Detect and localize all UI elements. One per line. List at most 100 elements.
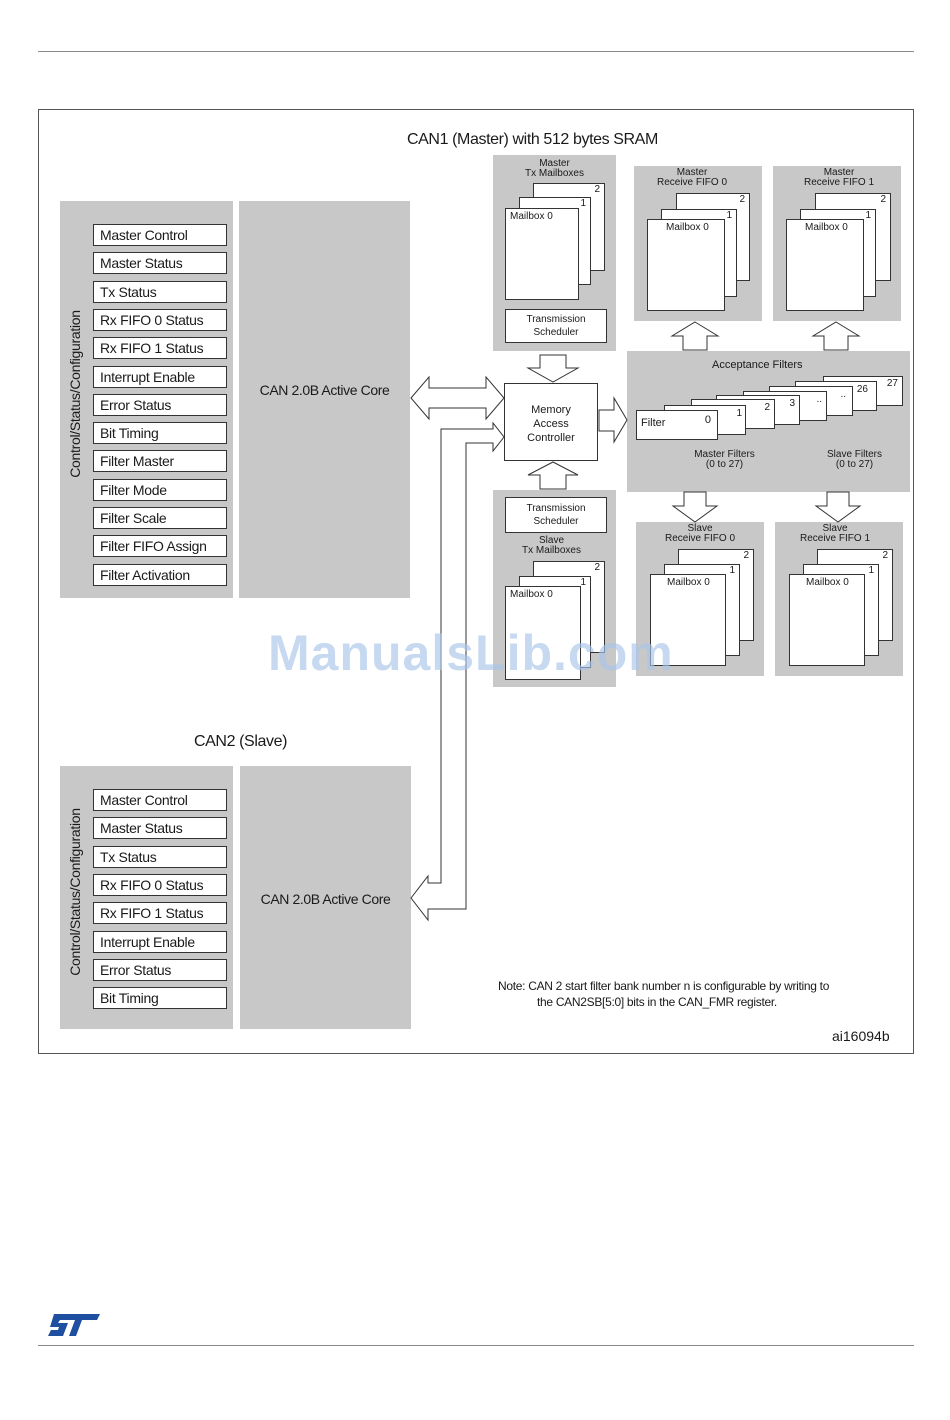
can2-core-panel: CAN 2.0B Active Core: [240, 766, 411, 1029]
can1-bus-arrow: [410, 375, 505, 421]
slave-tx-scheduler: Transmission Scheduler: [505, 497, 607, 533]
register-5: Rx FIFO 1 Status: [93, 902, 227, 925]
filter-number: 26: [856, 384, 868, 395]
register-3: Tx Status: [93, 280, 227, 303]
filter-label: Filter: [641, 417, 666, 429]
master-filters-line1: Master Filters: [694, 449, 755, 460]
filter-number: ..: [840, 389, 846, 400]
can2-title: CAN2 (Slave): [194, 733, 288, 750]
slave-tx-mailbox-0: Mailbox 0: [505, 586, 581, 680]
note-line1: Note: CAN 2 start filter bank number n i…: [498, 979, 830, 993]
note-line2: the CAN2SB[5:0] bits in the CAN_FMR regi…: [537, 995, 777, 1009]
caption-line1: Slave: [687, 523, 713, 534]
scheduler-line2: Scheduler: [533, 516, 579, 527]
memory-access-controller: Memory Access Controller: [504, 383, 598, 461]
slave-fifo0-mailbox-0: Mailbox 0: [650, 574, 726, 666]
register-10: Filter Mode: [93, 478, 227, 501]
register-3: Tx Status: [93, 845, 227, 868]
mailbox-number: 1: [868, 565, 874, 576]
mailbox-label: Mailbox 0: [666, 222, 709, 233]
master-tx-panel: Master Tx Mailboxes 2 1 Mailbox 0 Transm…: [493, 155, 616, 351]
filter-number: 1: [736, 408, 742, 419]
acceptance-filters-panel: Acceptance Filters 27 26 .. .. 3 2 1 Fil…: [627, 351, 910, 492]
caption-line2: Receive FIFO 1: [799, 533, 871, 544]
bottom-rule: [38, 1345, 914, 1346]
filter-number: 2: [764, 402, 770, 413]
mailbox-number: 2: [594, 184, 600, 195]
mailbox-label: Mailbox 0: [806, 577, 849, 588]
figure-reference: ai16094b: [832, 1028, 890, 1044]
master-filters-caption: Master Filters (0 to 27): [677, 450, 772, 470]
filters-to-slave-fifo0-arrow: [671, 491, 719, 523]
mailbox-label: Mailbox 0: [805, 222, 848, 233]
caption-line2: Receive FIFO 0: [656, 177, 728, 188]
filter-number: 0: [704, 414, 711, 426]
caption-line2: Receive FIFO 1: [803, 177, 875, 188]
master-tx-caption: Master Tx Mailboxes: [493, 159, 616, 179]
register-7: Error Status: [93, 393, 227, 416]
mailbox-number: 1: [580, 198, 586, 209]
register-1: Master Control: [93, 789, 227, 811]
filter-number: 3: [789, 398, 795, 409]
slave-tx-panel: Transmission Scheduler Slave Tx Mailboxe…: [493, 490, 616, 687]
filters-to-master-fifo0-arrow: [670, 321, 720, 351]
watermark: ManualsLib.com: [268, 625, 674, 681]
master-fifo0-mailbox-0: Mailbox 0: [647, 219, 725, 311]
st-logo-icon: [48, 1314, 100, 1336]
master-tx-caption-line1: Master: [539, 158, 570, 169]
mac-to-filters-arrow: [598, 396, 628, 444]
acceptance-filters-title: Acceptance Filters: [712, 359, 803, 371]
register-8: Bit Timing: [93, 987, 227, 1010]
figure-frame: [38, 109, 914, 1054]
master-fifo1-mailbox-0: Mailbox 0: [786, 219, 864, 311]
mailbox-number: 2: [739, 194, 745, 205]
can2-register-panel: Control/Status/Configuration Master Cont…: [60, 766, 233, 1029]
register-1: Master Control: [93, 224, 227, 246]
mailbox-number: 2: [880, 194, 886, 205]
register-12: Filter FIFO Assign: [93, 535, 227, 558]
scheduler-line1: Transmission: [526, 314, 586, 325]
slave-filters-line2: (0 to 27): [835, 459, 874, 470]
master-fifo1-panel: Master Receive FIFO 1 2 1 Mailbox 0: [773, 166, 901, 321]
scheduler-line1: Transmission: [526, 503, 586, 514]
filters-to-slave-fifo1-arrow: [814, 491, 862, 523]
can1-core-label: CAN 2.0B Active Core: [259, 382, 390, 398]
filter-bank-0: Filter 0: [636, 410, 718, 440]
mailbox-label: Mailbox 0: [667, 577, 710, 588]
slave-fifo1-panel: Slave Receive FIFO 1 2 1 Mailbox 0: [775, 522, 903, 676]
filter-number: ..: [816, 394, 822, 405]
master-tx-caption-line2: Tx Mailboxes: [525, 168, 584, 179]
register-2: Master Status: [93, 817, 227, 840]
register-5: Rx FIFO 1 Status: [93, 337, 227, 360]
register-9: Filter Master: [93, 450, 227, 473]
caption-line1: Slave: [822, 523, 848, 534]
slave-tx-caption: Slave Tx Mailboxes: [493, 536, 610, 556]
master-fifo0-caption: Master Receive FIFO 0: [634, 168, 750, 188]
mailbox-label: Mailbox 0: [510, 211, 553, 222]
mailbox-number: 2: [743, 550, 749, 561]
slave-fifo1-caption: Slave Receive FIFO 1: [775, 524, 895, 544]
can2-core-label: CAN 2.0B Active Core: [260, 891, 391, 907]
mailbox-label: Mailbox 0: [510, 589, 553, 600]
top-rule: [38, 51, 914, 52]
slave-tx-caption-line2: Tx Mailboxes: [522, 545, 581, 556]
mailbox-number: 2: [882, 550, 888, 561]
scheduler-to-mac-arrow: [526, 354, 580, 383]
mac-line3: Controller: [527, 432, 575, 444]
mailbox-number: 1: [729, 565, 735, 576]
slave-fifo1-mailbox-0: Mailbox 0: [789, 574, 865, 666]
can1-title: CAN1 (Master) with 512 bytes SRAM: [407, 131, 658, 148]
can2-bus-arrow: [410, 421, 505, 922]
register-6: Interrupt Enable: [93, 930, 227, 953]
slave-scheduler-to-mac-arrow: [527, 461, 579, 490]
register-2: Master Status: [93, 252, 227, 275]
mac-line2: Access: [533, 418, 569, 430]
master-filters-line2: (0 to 27): [705, 459, 744, 470]
caption-line2: Receive FIFO 0: [664, 533, 736, 544]
slave-fifo0-panel: Slave Receive FIFO 0 2 1 Mailbox 0: [636, 522, 764, 676]
caption-line1: Master: [823, 167, 855, 178]
mailbox-number: 1: [580, 577, 586, 588]
register-8: Bit Timing: [93, 422, 227, 445]
can1-core-panel: CAN 2.0B Active Core: [239, 201, 410, 598]
